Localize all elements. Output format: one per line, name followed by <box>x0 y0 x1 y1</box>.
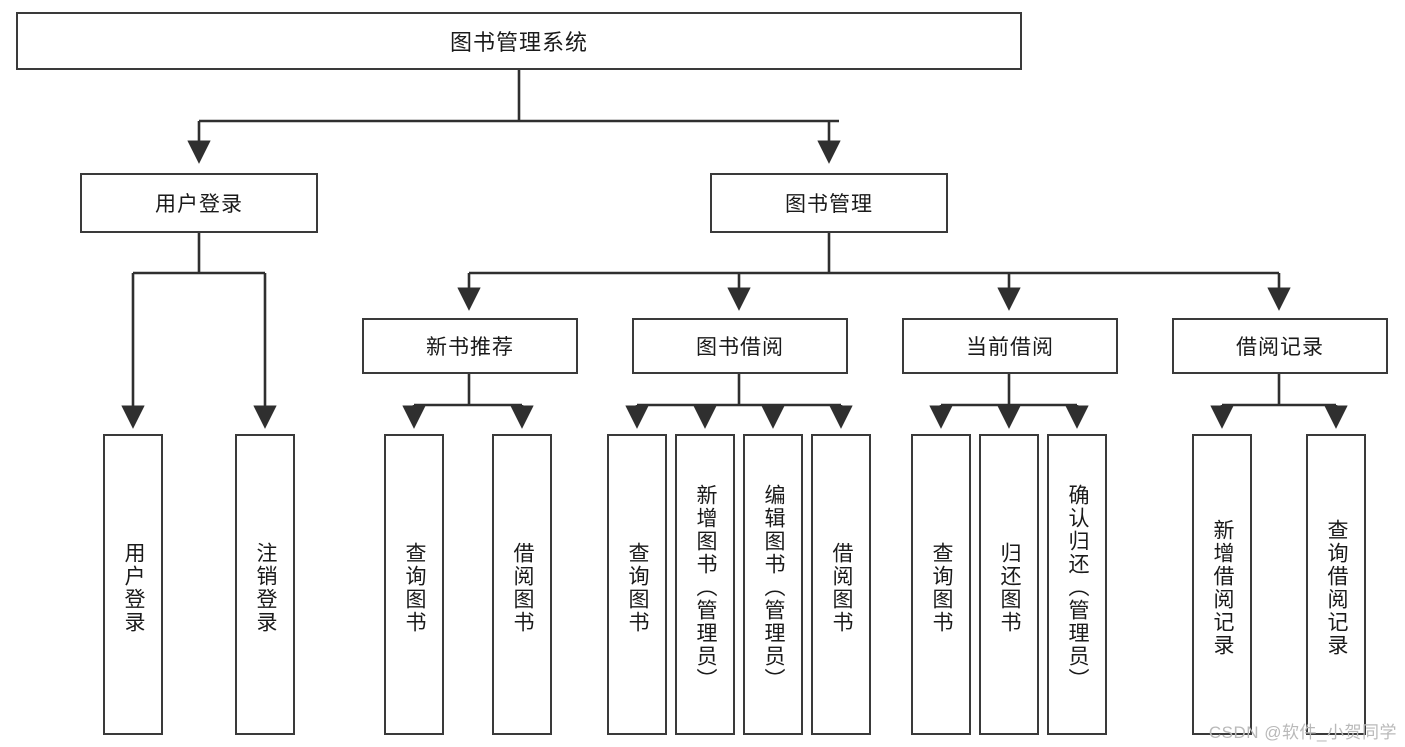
node-leaf-return-book-label: 归还图书 <box>998 541 1022 634</box>
node-user-login[interactable]: 用户登录 <box>80 173 318 233</box>
node-current-borrow[interactable]: 当前借阅 <box>902 318 1118 374</box>
node-leaf-add-record-label: 新增借阅记录 <box>1211 518 1235 657</box>
node-leaf-add-book-label: 新增图书（管理员） <box>694 484 718 691</box>
node-leaf-logout[interactable]: 注销登录 <box>235 434 295 735</box>
node-user-login-label: 用户登录 <box>155 193 243 216</box>
node-leaf-logout-label: 注销登录 <box>254 541 278 634</box>
node-book-borrow-label: 图书借阅 <box>696 336 784 359</box>
node-book-manage[interactable]: 图书管理 <box>710 173 948 233</box>
node-leaf-query-book-1-label: 查询图书 <box>403 541 427 634</box>
node-leaf-edit-book[interactable]: 编辑图书（管理员） <box>743 434 803 735</box>
node-leaf-user-login-label: 用户登录 <box>122 541 146 634</box>
node-leaf-return-book[interactable]: 归还图书 <box>979 434 1039 735</box>
node-leaf-borrow-book-2[interactable]: 借阅图书 <box>811 434 871 735</box>
node-current-borrow-label: 当前借阅 <box>966 336 1054 359</box>
node-new-book-rec[interactable]: 新书推荐 <box>362 318 578 374</box>
node-leaf-confirm-return[interactable]: 确认归还（管理员） <box>1047 434 1107 735</box>
node-leaf-borrow-book-1[interactable]: 借阅图书 <box>492 434 552 735</box>
node-borrow-record-label: 借阅记录 <box>1236 336 1324 359</box>
node-new-book-rec-label: 新书推荐 <box>426 336 514 359</box>
node-leaf-query-record-label: 查询借阅记录 <box>1325 518 1349 657</box>
node-book-borrow[interactable]: 图书借阅 <box>632 318 848 374</box>
node-leaf-query-record[interactable]: 查询借阅记录 <box>1306 434 1366 735</box>
node-leaf-query-book-2[interactable]: 查询图书 <box>607 434 667 735</box>
node-root-label: 图书管理系统 <box>449 30 588 55</box>
node-leaf-confirm-return-label: 确认归还（管理员） <box>1066 484 1090 691</box>
node-leaf-query-book-3-label: 查询图书 <box>930 541 954 634</box>
csdn-watermark: CSDN @软件_小贺同学 <box>1208 723 1397 742</box>
node-leaf-query-book-1[interactable]: 查询图书 <box>384 434 444 735</box>
node-borrow-record[interactable]: 借阅记录 <box>1172 318 1388 374</box>
node-book-manage-label: 图书管理 <box>785 193 873 216</box>
node-leaf-query-book-3[interactable]: 查询图书 <box>911 434 971 735</box>
node-root[interactable]: 图书管理系统 <box>16 12 1022 70</box>
node-leaf-query-book-2-label: 查询图书 <box>626 541 650 634</box>
node-leaf-edit-book-label: 编辑图书（管理员） <box>762 484 786 691</box>
node-leaf-add-book[interactable]: 新增图书（管理员） <box>675 434 735 735</box>
node-leaf-borrow-book-1-label: 借阅图书 <box>511 541 535 634</box>
node-leaf-user-login[interactable]: 用户登录 <box>103 434 163 735</box>
node-leaf-add-record[interactable]: 新增借阅记录 <box>1192 434 1252 735</box>
node-leaf-borrow-book-2-label: 借阅图书 <box>830 541 854 634</box>
